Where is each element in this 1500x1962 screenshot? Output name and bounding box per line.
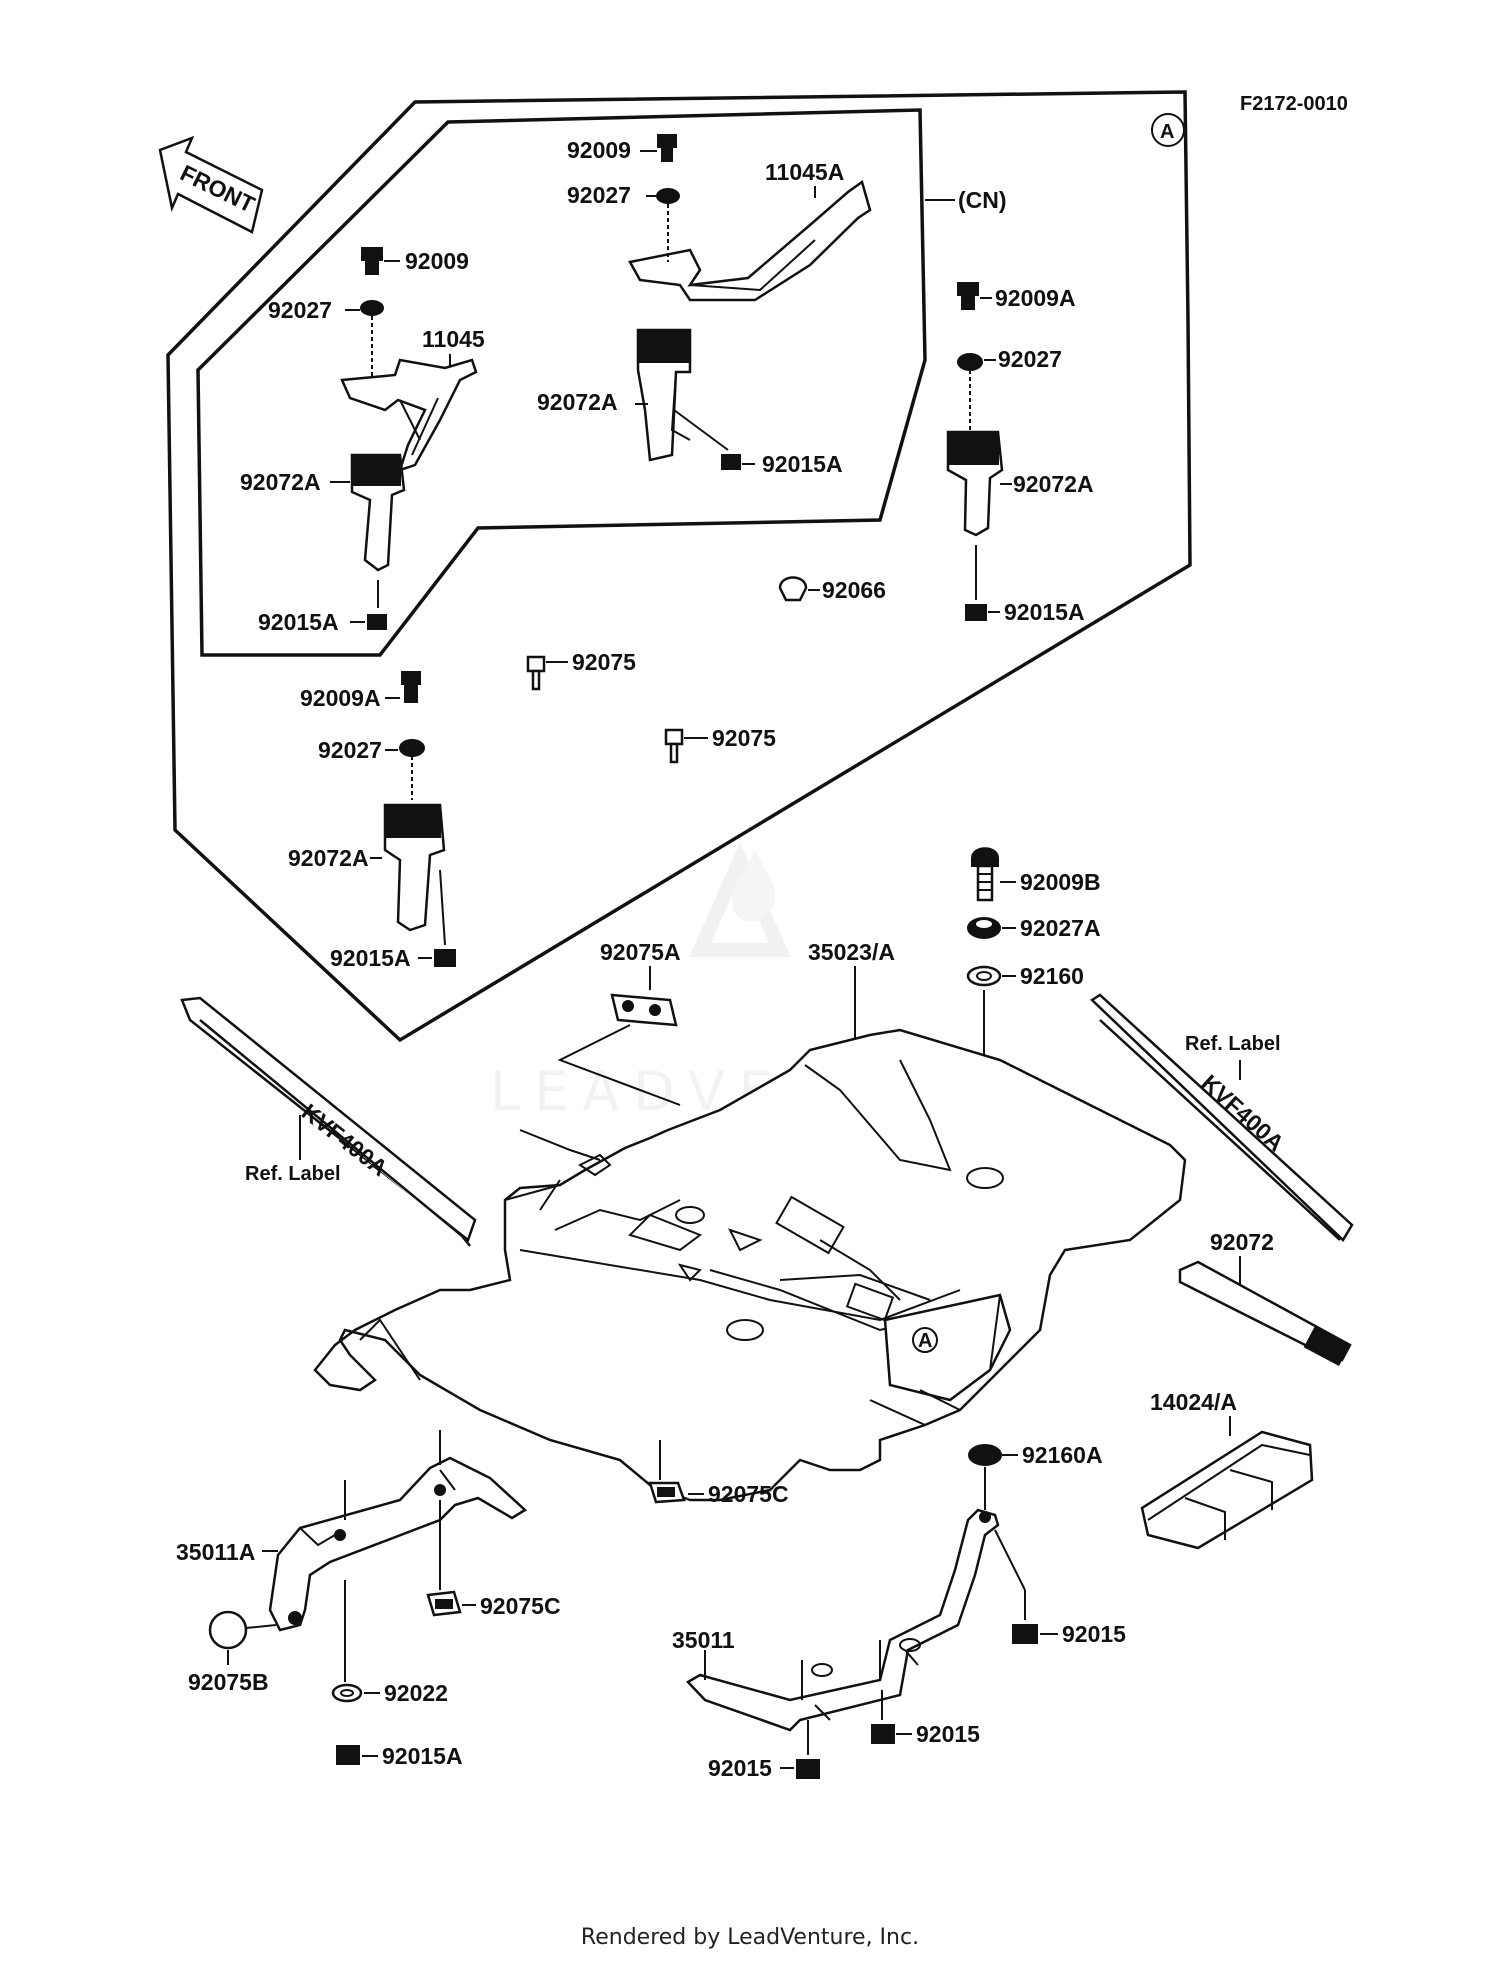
bolt-92009B [971,847,999,902]
nut-92015A-bottom [336,1745,360,1765]
label-92015A-low: 92015A [330,945,411,971]
bracket-35011A [268,1456,528,1632]
pin-92075-b [664,728,684,764]
footer-credit: Rendered by LeadVenture, Inc. [580,1925,920,1950]
label-35023A: 35023/A [808,939,895,965]
rear-fender-35023A: A [313,1028,1187,1502]
label-92072A-left: 92072A [240,469,321,495]
bolt-92009A-low [401,671,421,703]
box-14024A [1140,1430,1314,1550]
label-92072A-low: 92072A [288,845,369,871]
bolt-92009A-right [957,282,979,310]
nut-92015A-left [367,614,387,630]
label-11045A: 11045A [765,159,844,185]
label-92066: 92066 [822,577,886,603]
nut-92015A-low [434,949,456,967]
label-92075C-mid: 92075C [708,1481,789,1507]
label-ref-right: Ref. Label [1185,1033,1281,1055]
detail-a-badge: A [1151,113,1185,147]
label-92072: 92072 [1210,1229,1274,1255]
clamp-92072A-left [350,453,406,572]
clamp-92072A-mid [636,328,692,462]
label-92072A-right: 92072A [1013,471,1094,497]
bracket-11045 [340,358,478,472]
clamp-92072A-right [946,430,1004,537]
pin-92075-a [526,655,546,691]
nut-92015A-mid [721,454,741,470]
label-92075A: 92075A [600,939,681,965]
ref-label-decal-left: KVF400A [180,996,477,1247]
label-92027-left: 92027 [268,297,332,323]
clip-92075C-mid [648,1481,686,1504]
label-92075-a: 92075 [572,649,636,675]
label-92015A-right: 92015A [1004,599,1085,625]
nut-92015-mid [871,1724,895,1744]
label-92009B: 92009B [1020,869,1101,895]
nut-92015-low [796,1759,820,1779]
label-92015A-bottom: 92015A [382,1743,463,1769]
label-92009-top: 92009 [567,137,631,163]
nut-92015-right [1012,1624,1038,1644]
pad-92075A [610,993,678,1027]
washer-92160A [968,1444,1002,1466]
label-92009A-low: 92009A [300,685,381,711]
label-11045: 11045 [422,326,485,352]
strap-92072 [1178,1260,1352,1366]
label-92160A: 92160A [1022,1442,1103,1468]
label-92015A-mid: 92015A [762,451,843,477]
nut-92015A-right [965,604,987,621]
label-92072A-mid: 92072A [537,389,618,415]
detail-a-mark: A [1160,121,1174,143]
svg-text:A: A [918,1330,932,1352]
label-92009-left: 92009 [405,248,469,274]
clamp-92072A-low [383,803,446,932]
clip-92075C-low [426,1590,462,1617]
bracket-35011 [686,1508,1000,1732]
label-92015A-left: 92015A [258,609,339,635]
label-14024A: 14024/A [1150,1389,1237,1415]
washer-92027-low [399,739,425,757]
label-92160: 92160 [1020,963,1084,989]
bracket-11045A [628,179,872,302]
label-35011A: 35011A [176,1539,255,1565]
label-35011: 35011 [672,1627,735,1653]
label-92015-mid: 92015 [916,1721,980,1747]
label-92027-low: 92027 [318,737,382,763]
bolt-92009-top [657,134,677,162]
diagram-code: F2172-0010 [1240,93,1348,115]
label-92027A: 92027A [1020,915,1101,941]
cap-92066 [778,576,808,602]
label-92009A-right: 92009A [995,285,1076,311]
label-ref-left: Ref. Label [245,1163,341,1185]
detail-frame-outer [166,90,1192,1043]
bolt-92009-left [361,247,383,275]
label-92015-right: 92015 [1062,1621,1126,1647]
label-92075-b: 92075 [712,725,776,751]
washer-92027-right [957,353,983,371]
label-92022: 92022 [384,1680,448,1706]
cn-variant-label: (CN) [958,187,1007,213]
front-arrow-icon: FRONT [158,135,264,234]
cap-92075B [208,1610,248,1650]
washer-92027-top [656,188,680,204]
label-92027-top: 92027 [567,182,631,208]
washer-92027A [967,917,1001,939]
washer-92027-left [360,300,384,316]
label-92015-low: 92015 [708,1755,772,1781]
washer-92160 [966,965,1002,987]
detail-frame-cn [196,108,927,657]
label-92075B: 92075B [188,1669,269,1695]
label-92027-right: 92027 [998,346,1062,372]
washer-92022 [331,1683,363,1703]
label-92075C-low: 92075C [480,1593,561,1619]
